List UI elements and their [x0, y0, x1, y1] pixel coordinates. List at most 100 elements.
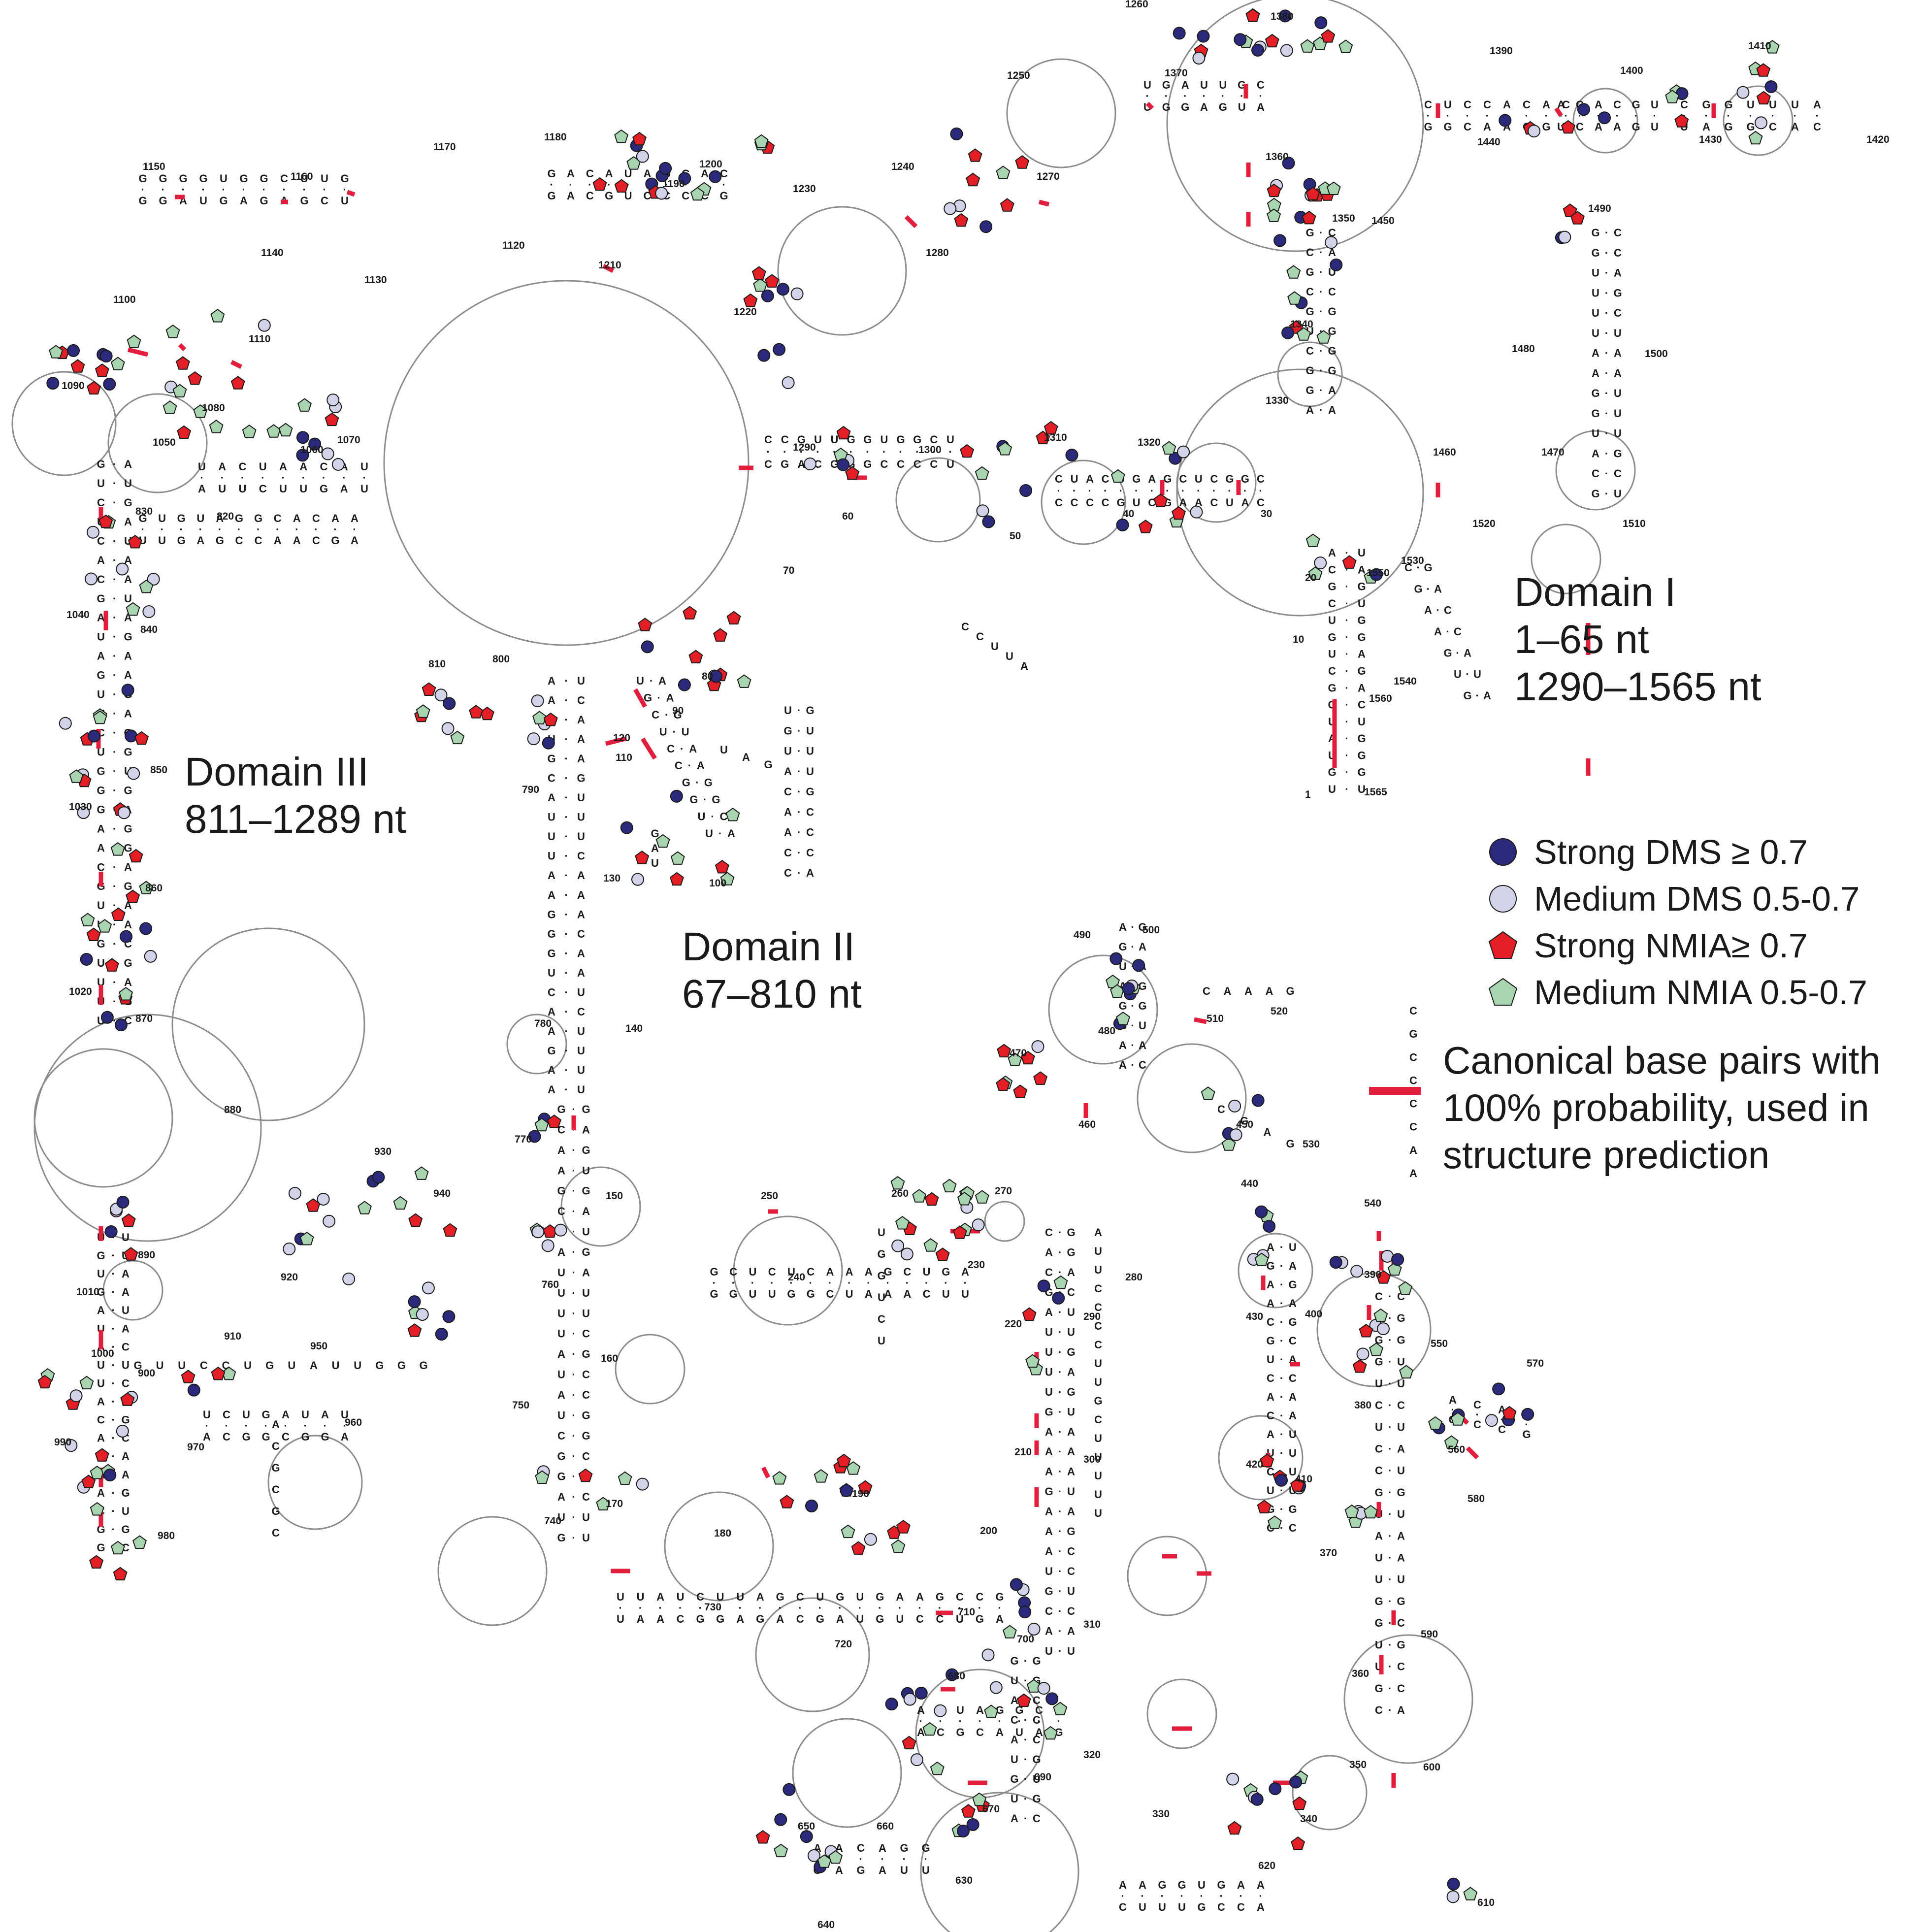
- svg-text:·: ·: [111, 1450, 115, 1463]
- svg-text:G: G: [177, 534, 186, 547]
- svg-text:·: ·: [1280, 1260, 1283, 1272]
- svg-text:·: ·: [1345, 783, 1348, 795]
- svg-text:G: G: [1374, 1682, 1383, 1695]
- svg-text:·: ·: [564, 908, 568, 920]
- svg-text:G: G: [682, 777, 690, 789]
- svg-text:C: C: [1139, 1059, 1146, 1071]
- svg-text:C: C: [1179, 473, 1187, 485]
- svg-text:A: A: [577, 714, 585, 726]
- svg-text:G: G: [1357, 631, 1366, 643]
- svg-text:G: G: [1067, 1386, 1075, 1398]
- svg-text:G: G: [547, 947, 555, 959]
- svg-text:G: G: [159, 172, 167, 185]
- svg-text:·: ·: [244, 1420, 248, 1432]
- svg-text:A: A: [1397, 1530, 1405, 1542]
- svg-text:·: ·: [161, 184, 164, 196]
- domain-3-title: Domain III: [185, 750, 369, 794]
- svg-text:U: U: [1143, 79, 1151, 91]
- svg-text:·: ·: [564, 967, 568, 979]
- position-label: 620: [1258, 1860, 1275, 1871]
- svg-text:C: C: [1614, 247, 1622, 259]
- svg-text:U: U: [97, 957, 105, 969]
- svg-text:·: ·: [111, 1304, 115, 1316]
- svg-text:C: C: [881, 458, 888, 470]
- position-label: 150: [606, 1190, 623, 1202]
- svg-text:·: ·: [1634, 110, 1637, 122]
- position-label: 1170: [433, 141, 456, 153]
- svg-text:G: G: [1443, 121, 1452, 133]
- svg-text:U: U: [577, 675, 585, 687]
- svg-text:C: C: [582, 1389, 590, 1401]
- svg-text:·: ·: [572, 1369, 575, 1381]
- svg-text:G: G: [856, 1864, 865, 1876]
- svg-text:·: ·: [1319, 345, 1323, 357]
- svg-text:A: A: [776, 1613, 784, 1625]
- svg-text:·: ·: [1319, 286, 1323, 298]
- svg-text:U: U: [218, 483, 226, 495]
- svg-text:·: ·: [1345, 631, 1348, 643]
- strong-dms-circle-icon: [1489, 838, 1517, 866]
- svg-text:G: G: [1328, 305, 1336, 318]
- svg-text:G: G: [547, 1045, 555, 1057]
- svg-text:G: G: [1044, 1585, 1053, 1598]
- svg-text:G: G: [179, 172, 187, 185]
- svg-text:A: A: [282, 1408, 290, 1421]
- svg-text:·: ·: [948, 446, 952, 458]
- svg-text:·: ·: [322, 472, 326, 484]
- svg-text:·: ·: [353, 524, 356, 536]
- svg-text:U: U: [636, 675, 644, 687]
- svg-text:·: ·: [978, 1715, 981, 1728]
- svg-text:·: ·: [113, 688, 116, 701]
- svg-text:G: G: [1328, 581, 1336, 593]
- svg-text:U: U: [1375, 1552, 1383, 1564]
- svg-text:·: ·: [1388, 1552, 1392, 1564]
- svg-text:G: G: [1631, 98, 1640, 111]
- position-label: 840: [140, 624, 158, 635]
- svg-text:U: U: [577, 1083, 585, 1096]
- svg-text:·: ·: [722, 179, 725, 191]
- svg-text:A: A: [1328, 404, 1336, 416]
- svg-text:·: ·: [688, 759, 691, 772]
- svg-text:U: U: [1267, 1353, 1274, 1366]
- svg-text:·: ·: [572, 1246, 575, 1258]
- svg-text:·: ·: [766, 446, 770, 458]
- position-label: 1: [1305, 789, 1311, 800]
- svg-text:·: ·: [1605, 247, 1608, 259]
- svg-text:G: G: [1374, 1617, 1383, 1629]
- domain-1-label: Domain I 1–65 nt 1290–1565 nt: [1514, 569, 1762, 711]
- position-label: 560: [1448, 1444, 1465, 1455]
- svg-text:C: C: [1375, 1399, 1383, 1411]
- svg-text:·: ·: [572, 1409, 575, 1421]
- svg-text:·: ·: [1280, 1241, 1283, 1253]
- svg-text:·: ·: [111, 1268, 115, 1280]
- position-label: 860: [145, 883, 163, 894]
- svg-text:U: U: [1033, 1773, 1041, 1785]
- position-label: 280: [1125, 1272, 1142, 1283]
- svg-text:G: G: [1117, 496, 1125, 509]
- svg-text:U: U: [548, 850, 555, 862]
- svg-text:G: G: [1613, 447, 1622, 459]
- svg-text:U: U: [341, 195, 349, 207]
- svg-text:·: ·: [564, 791, 568, 804]
- svg-text:U: U: [557, 1307, 565, 1319]
- svg-text:A: A: [124, 918, 132, 931]
- svg-text:A: A: [1257, 1901, 1265, 1913]
- position-label: 890: [138, 1249, 155, 1261]
- position-label: 290: [1083, 1311, 1101, 1322]
- svg-text:C: C: [1328, 597, 1336, 610]
- svg-text:U: U: [1219, 79, 1227, 91]
- svg-text:C: C: [321, 195, 328, 207]
- svg-text:G: G: [1288, 1316, 1297, 1328]
- svg-text:G: G: [124, 842, 132, 854]
- svg-text:A: A: [1614, 347, 1622, 360]
- svg-text:·: ·: [564, 928, 568, 940]
- svg-text:U: U: [1328, 614, 1336, 626]
- svg-text:A: A: [916, 1591, 924, 1603]
- svg-text:U: U: [1045, 1386, 1053, 1398]
- svg-text:A: A: [1067, 1266, 1075, 1278]
- svg-text:A: A: [567, 190, 575, 202]
- svg-text:·: ·: [113, 496, 116, 509]
- svg-text:·: ·: [564, 889, 568, 901]
- svg-text:A: A: [557, 1491, 565, 1503]
